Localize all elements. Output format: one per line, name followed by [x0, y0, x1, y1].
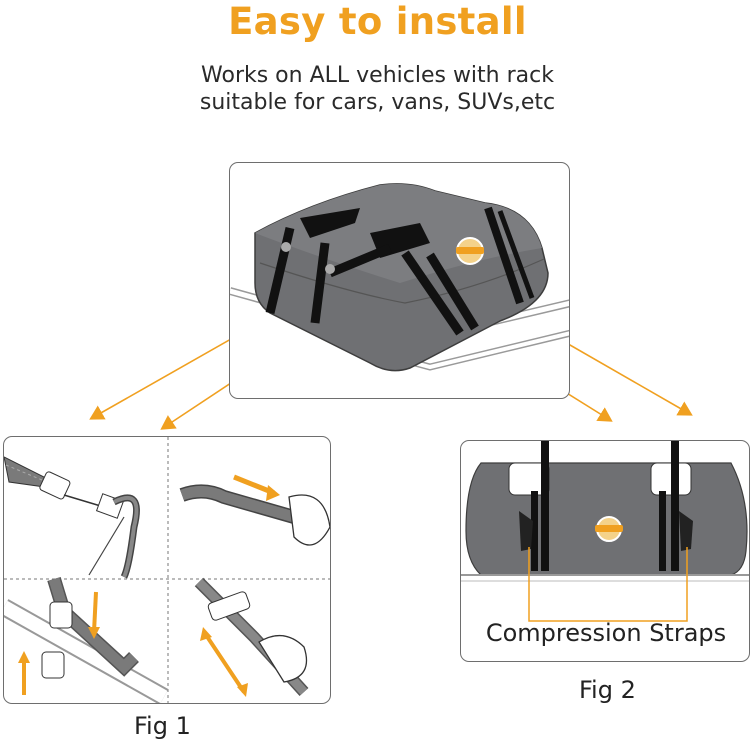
step4-adjust-buckle [194, 577, 309, 697]
subtitle-line-1: Works on ALL vehicles with rack [201, 63, 554, 88]
step1-thread-strap [4, 456, 140, 579]
fig2-panel: Compression Straps [460, 440, 750, 662]
page-subtitle: Works on ALL vehicles with rack suitable… [0, 62, 755, 116]
fig1-steps [4, 437, 330, 703]
fig1-caption: Fig 1 [134, 712, 191, 740]
product-illustration [229, 162, 570, 399]
compression-straps-label: Compression Straps [485, 619, 727, 647]
fig2-caption: Fig 2 [579, 676, 636, 704]
fig1-panel [3, 436, 331, 704]
step2-pull-strap [179, 474, 330, 546]
compression-straps-illustration [461, 441, 749, 622]
rooftop-bag-illustration [230, 183, 569, 372]
subtitle-line-2: suitable for cars, vans, SUVs,etc [199, 90, 556, 115]
page-title: Easy to install [228, 0, 527, 43]
step3-clip-buckle [4, 576, 169, 703]
